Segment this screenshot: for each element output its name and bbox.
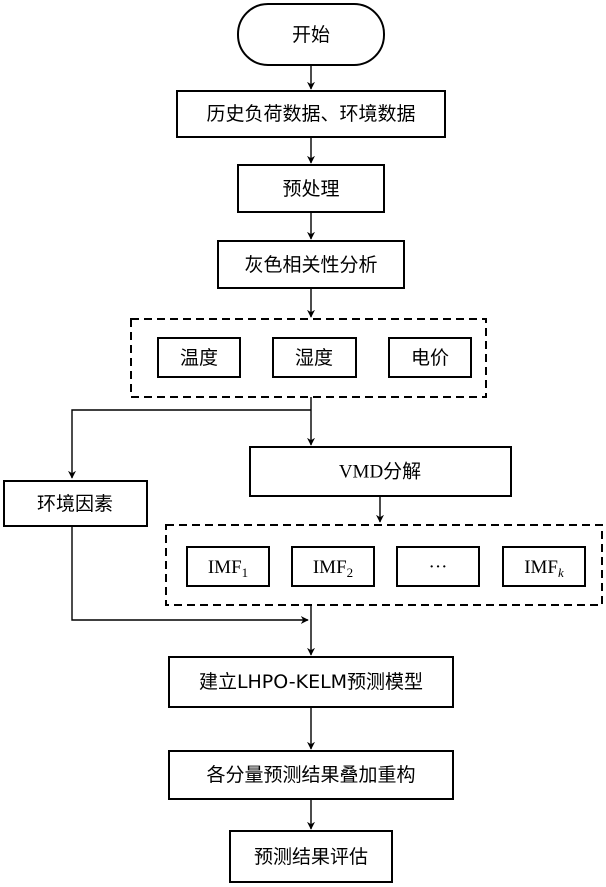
arrow-env-to-model	[71, 526, 309, 624]
factor-humidity-box	[272, 337, 357, 378]
imf-group: IMF1 IMF2 ··· IMFk	[165, 524, 603, 606]
imf-k-label: IMFk	[524, 557, 564, 580]
imf-k-box	[502, 546, 586, 587]
start-node: 开始	[237, 3, 385, 66]
vmd-node: VMD分解	[249, 446, 512, 497]
imf-1-box	[186, 546, 270, 587]
model-label: 建立LHPO-KELM预测模型	[199, 671, 423, 693]
arrow-factors-to-env	[68, 409, 311, 479]
preprocess-node: 预处理	[237, 164, 385, 213]
factor-price-box	[388, 337, 472, 378]
reconstruct-label: 各分量预测结果叠加重构	[206, 764, 415, 786]
vmd-label: VMD分解	[339, 461, 421, 483]
factor-temperature-box	[157, 337, 241, 378]
connectors	[68, 65, 384, 830]
env-node: 环境因素	[3, 480, 148, 527]
imf-ellipsis-label: ···	[429, 557, 448, 578]
reconstruct-node: 各分量预测结果叠加重构	[168, 750, 454, 800]
grey-label: 灰色相关性分析	[244, 254, 377, 276]
imf-1-label: IMF1	[208, 557, 248, 580]
preprocess-label: 预处理	[282, 178, 339, 200]
evaluate-label: 预测结果评估	[254, 846, 368, 868]
imf-dashed-border	[165, 524, 603, 606]
imf-ellipsis-box	[396, 546, 480, 587]
env-label: 环境因素	[37, 493, 113, 515]
factor-humidity-label: 湿度	[295, 347, 333, 369]
start-label: 开始	[292, 24, 330, 46]
imf-2-box	[291, 546, 375, 587]
factor-price-label: 电价	[411, 347, 449, 369]
data-label: 历史负荷数据、环境数据	[206, 103, 415, 125]
evaluate-node: 预测结果评估	[229, 830, 393, 883]
imf-2-label: IMF2	[313, 557, 353, 580]
factors-dashed-border	[130, 318, 487, 398]
data-node: 历史负荷数据、环境数据	[176, 90, 446, 138]
model-node: 建立LHPO-KELM预测模型	[168, 656, 454, 708]
grey-node: 灰色相关性分析	[217, 240, 405, 289]
factor-temperature-label: 温度	[180, 347, 218, 369]
factors-group: 温度 湿度 电价	[130, 318, 487, 398]
